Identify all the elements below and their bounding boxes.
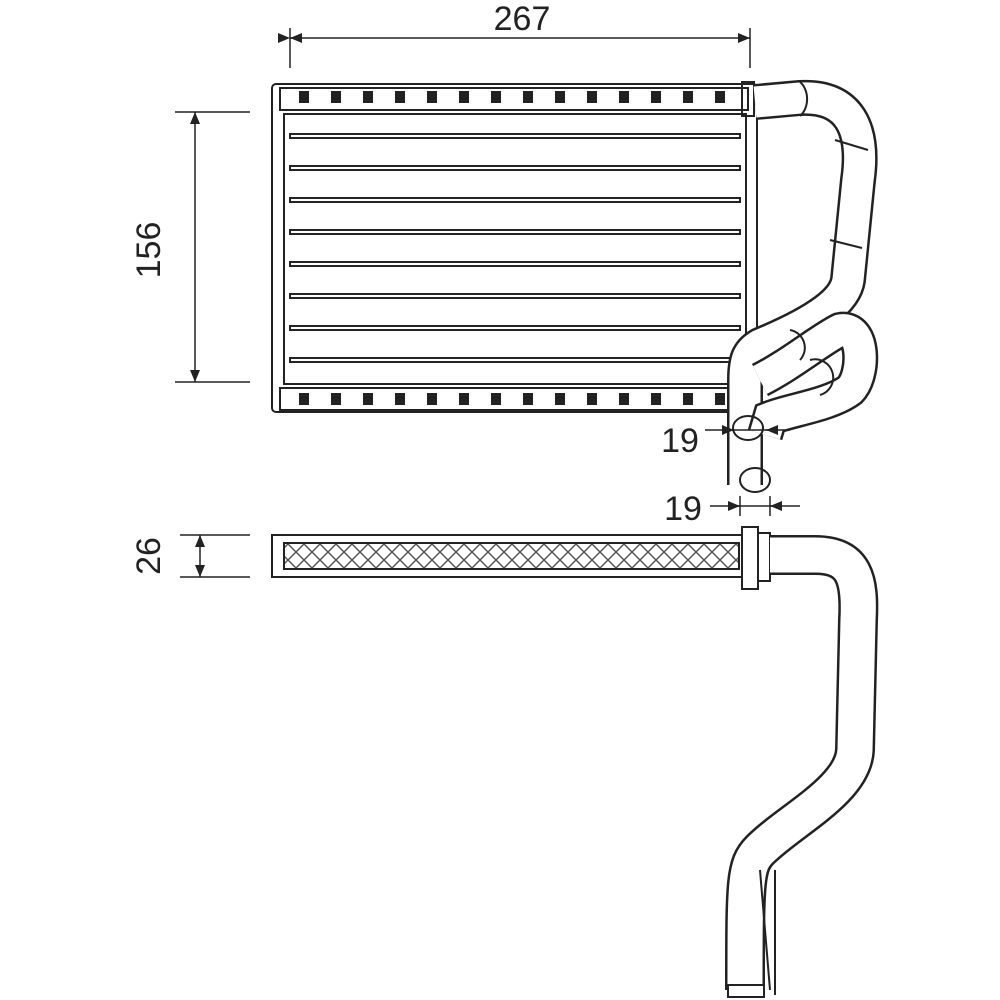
- tank-tab: [619, 91, 629, 103]
- side-core-hatch: [283, 542, 740, 570]
- inlet-pipe: [729, 82, 876, 485]
- fin-line: [289, 357, 741, 363]
- fin-line: [289, 133, 741, 139]
- tank-tab: [491, 393, 501, 405]
- fin-line: [289, 293, 741, 299]
- tank-tab: [555, 393, 565, 405]
- dimension-lines: [175, 28, 800, 578]
- front-pipes: [727, 79, 879, 493]
- collar: [757, 532, 771, 582]
- width-dimension-label: 267: [494, 0, 551, 38]
- tank-tab: [619, 393, 629, 405]
- height-dimension-label: 156: [130, 222, 168, 279]
- tank-tab: [523, 91, 533, 103]
- depth-dimension-label: 26: [130, 537, 168, 575]
- core-frame: [271, 83, 758, 413]
- fin-lines: [289, 133, 741, 363]
- fin-line: [289, 229, 741, 235]
- tank-tab: [555, 91, 565, 103]
- tank-tab: [331, 393, 341, 405]
- tank-tabs: [299, 91, 725, 405]
- tank-tab: [331, 91, 341, 103]
- tank-tab: [587, 393, 597, 405]
- tank-tab: [395, 393, 405, 405]
- bottom-tank: [279, 387, 749, 411]
- tank-tab: [459, 91, 469, 103]
- core: [283, 113, 747, 385]
- tank-tab: [651, 393, 661, 405]
- tank-tab: [427, 393, 437, 405]
- side-pipe-end: [727, 984, 765, 998]
- pipe-end-lower: [739, 467, 771, 493]
- outlet-diameter-label: 19: [664, 490, 702, 528]
- flange: [741, 526, 759, 590]
- fin-line: [289, 197, 741, 203]
- tank-tab: [491, 91, 501, 103]
- tank-tab: [459, 393, 469, 405]
- fin-line: [289, 165, 741, 171]
- tank-tab: [363, 393, 373, 405]
- inlet-diameter-label: 19: [661, 422, 699, 460]
- tank-tab: [683, 393, 693, 405]
- tank-tab: [683, 91, 693, 103]
- tank-tab: [523, 393, 533, 405]
- tank-tab: [651, 91, 661, 103]
- tank-tab: [363, 91, 373, 103]
- top-plate: [741, 81, 755, 117]
- fin-line: [289, 261, 741, 267]
- tank-tab: [299, 91, 309, 103]
- fin-line: [289, 325, 741, 331]
- top-tank: [279, 87, 749, 111]
- tank-tab: [587, 91, 597, 103]
- side-view: [271, 526, 879, 998]
- side-pipe: [727, 537, 876, 991]
- tank-tab: [395, 91, 405, 103]
- tank-tab: [299, 393, 309, 405]
- tank-tab: [427, 91, 437, 103]
- front-view: [271, 81, 758, 413]
- tank-tab: [715, 91, 725, 103]
- tank-tab: [715, 393, 725, 405]
